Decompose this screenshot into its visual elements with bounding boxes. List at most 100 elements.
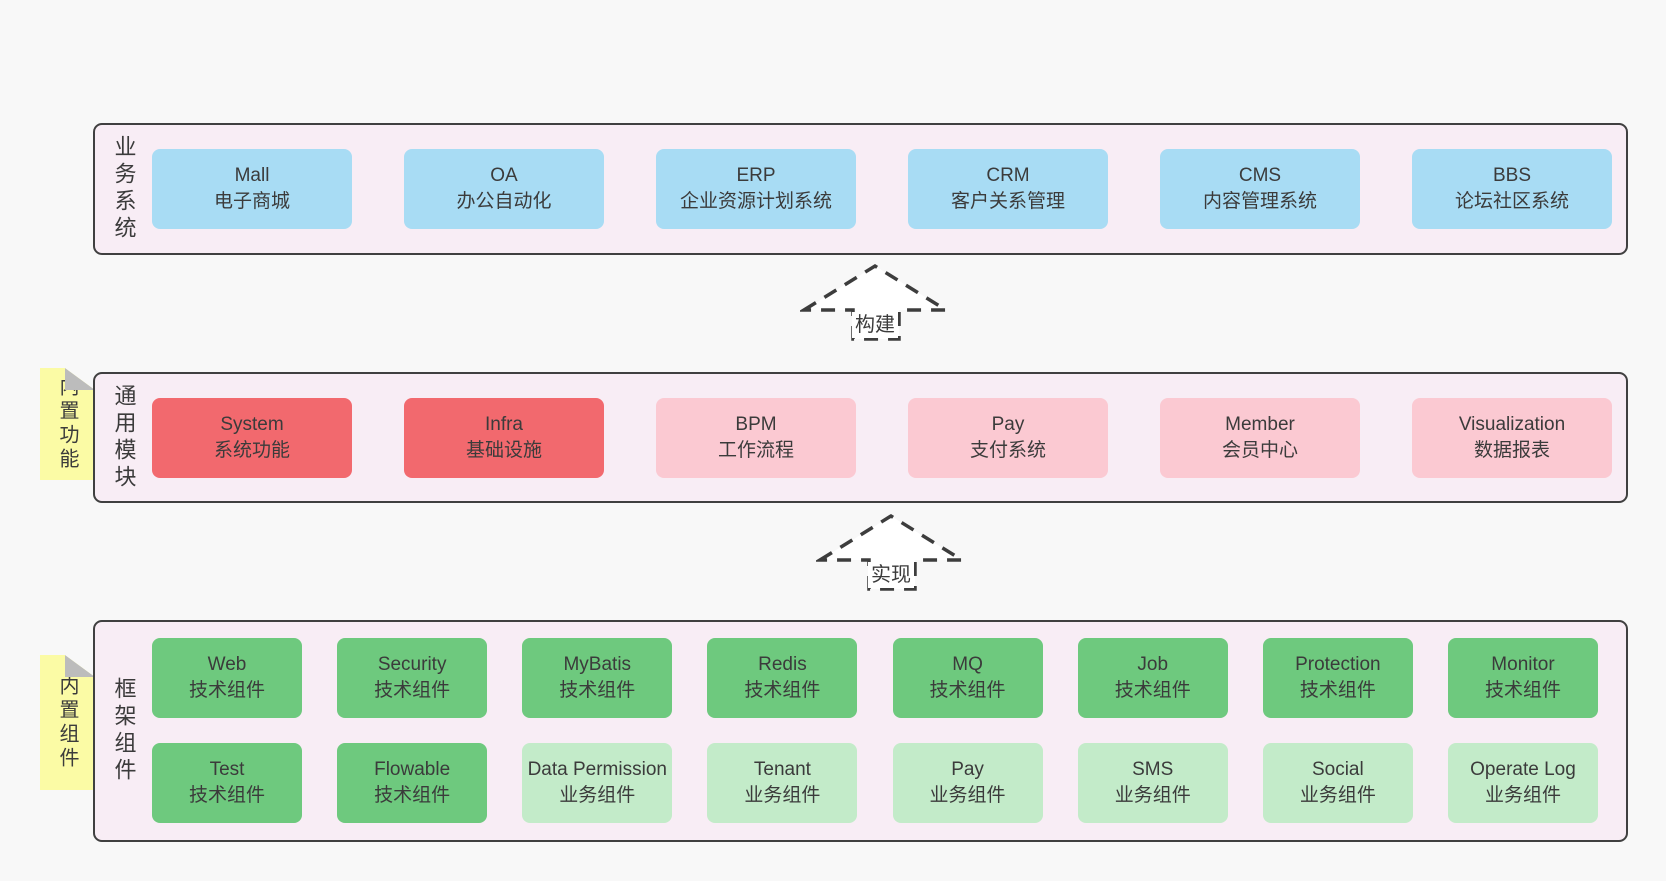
- layer-title-framework-components: 框架组件: [111, 677, 137, 785]
- box-title: Visualization: [1458, 413, 1566, 435]
- layer-title-common-modules: 通用模块: [111, 383, 137, 492]
- box-title: Flowable: [374, 759, 451, 780]
- box-subtitle: 电子商城: [213, 191, 290, 212]
- box-title: Pay: [991, 413, 1025, 435]
- box-subtitle: 技术组件: [374, 785, 451, 806]
- box-subtitle: 基础设施: [465, 439, 542, 461]
- sticky-note-builtin-features: 内置功能: [40, 368, 95, 480]
- box-subtitle: 技术组件: [374, 680, 451, 701]
- box-title: Member: [1225, 413, 1295, 435]
- box-subtitle: 业务组件: [744, 785, 821, 806]
- box-title: Mall: [234, 165, 270, 186]
- box-subtitle: 业务组件: [1484, 785, 1561, 806]
- box-subtitle: 技术组件: [188, 680, 265, 701]
- box-operate-log: Operate Log 业务组件: [1447, 743, 1598, 823]
- layer-common-modules: 通用模块 System 系统功能 Infra 基础设施 BPM 工作流程 Pay…: [93, 372, 1628, 503]
- box-subtitle: 办公自动化: [456, 191, 552, 212]
- box-cms: CMS 内容管理系统: [1160, 149, 1360, 229]
- box-subtitle: 数据报表: [1473, 439, 1550, 461]
- box-title: Infra: [484, 413, 524, 435]
- box-title: Pay: [951, 759, 984, 780]
- box-redis: Redis 技术组件: [707, 638, 858, 718]
- box-subtitle: 支付系统: [969, 439, 1046, 461]
- box-title: Operate Log: [1470, 759, 1576, 780]
- box-infra: Infra 基础设施: [404, 397, 604, 478]
- box-tenant: Tenant 业务组件: [707, 743, 858, 823]
- arrow-implement-label: 实现: [868, 562, 914, 588]
- box-title: CRM: [986, 165, 1030, 186]
- box-security: Security 技术组件: [337, 638, 488, 718]
- box-pay: Pay 支付系统: [908, 397, 1108, 478]
- box-subtitle: 业务组件: [929, 785, 1006, 806]
- box-title: BBS: [1492, 165, 1532, 186]
- box-title: MyBatis: [563, 654, 632, 675]
- box-title: System: [220, 413, 284, 435]
- box-subtitle: 系统功能: [213, 439, 290, 461]
- box-subtitle: 技术组件: [1114, 680, 1191, 701]
- box-title: BPM: [735, 413, 777, 435]
- box-sms: SMS 业务组件: [1077, 743, 1228, 823]
- box-mq: MQ 技术组件: [892, 638, 1043, 718]
- box-subtitle: 技术组件: [188, 785, 265, 806]
- sticky-note-label: 内置组件: [56, 674, 78, 771]
- layer-business-systems: 业务系统 Mall 电子商城 OA 办公自动化 ERP 企业资源计划系统 CRM…: [93, 123, 1628, 255]
- box-title: SMS: [1132, 759, 1174, 780]
- box-subtitle: 技术组件: [559, 680, 636, 701]
- box-crm: CRM 客户关系管理: [908, 149, 1108, 229]
- box-monitor: Monitor 技术组件: [1447, 638, 1598, 718]
- box-title: CMS: [1238, 165, 1282, 186]
- box-bbs: BBS 论坛社区系统: [1412, 149, 1612, 229]
- box-title: Web: [207, 654, 247, 675]
- box-title: Redis: [758, 654, 807, 675]
- box-protection: Protection 技术组件: [1262, 638, 1413, 718]
- box-social: Social 业务组件: [1262, 743, 1413, 823]
- box-title: Protection: [1295, 654, 1381, 675]
- box-test: Test 技术组件: [152, 743, 302, 823]
- box-title: Tenant: [753, 759, 811, 780]
- box-subtitle: 工作流程: [717, 439, 794, 461]
- box-flowable: Flowable 技术组件: [337, 743, 488, 823]
- box-subtitle: 技术组件: [744, 680, 821, 701]
- box-member: Member 会员中心: [1160, 397, 1360, 478]
- box-mybatis: MyBatis 技术组件: [522, 638, 673, 718]
- layer-body: Web 技术组件 Security 技术组件 MyBatis 技术组件 Redi…: [152, 622, 1626, 840]
- box-subtitle: 业务组件: [1114, 785, 1191, 806]
- box-subtitle: 客户关系管理: [950, 191, 1065, 212]
- box-title: MQ: [952, 654, 983, 675]
- box-subtitle: 技术组件: [929, 680, 1006, 701]
- layer-body: Mall 电子商城 OA 办公自动化 ERP 企业资源计划系统 CRM 客户关系…: [152, 125, 1626, 253]
- box-subtitle: 会员中心: [1221, 439, 1298, 461]
- box-job: Job 技术组件: [1077, 638, 1228, 718]
- box-title: OA: [490, 165, 518, 186]
- layer-framework-components: 框架组件 Web 技术组件 Security 技术组件 MyBatis 技术组件…: [93, 620, 1628, 842]
- box-title: Social: [1311, 759, 1364, 780]
- layer-title-business-systems: 业务系统: [111, 135, 137, 243]
- box-subtitle: 技术组件: [1484, 680, 1561, 701]
- box-subtitle: 企业资源计划系统: [679, 191, 832, 212]
- box-subtitle: 论坛社区系统: [1454, 191, 1569, 212]
- box-subtitle: 技术组件: [1299, 680, 1376, 701]
- box-visualization: Visualization 数据报表: [1412, 397, 1612, 478]
- box-oa: OA 办公自动化: [404, 149, 604, 229]
- box-title: Test: [209, 759, 245, 780]
- box-title: Monitor: [1491, 654, 1555, 675]
- box-subtitle: 业务组件: [1299, 785, 1376, 806]
- box-system: System 系统功能: [152, 397, 352, 478]
- box-data-permission: Data Permission 业务组件: [522, 743, 673, 823]
- box-title: Job: [1137, 654, 1169, 675]
- box-erp: ERP 企业资源计划系统: [656, 149, 856, 229]
- box-subtitle: 业务组件: [559, 785, 636, 806]
- box-title: Data Permission: [527, 759, 667, 780]
- box-web: Web 技术组件: [152, 638, 302, 718]
- box-pay-biz: Pay 业务组件: [892, 743, 1043, 823]
- sticky-note-label: 内置功能: [56, 376, 78, 472]
- arrow-build: 构建: [800, 262, 950, 342]
- box-title: ERP: [736, 165, 776, 186]
- box-bpm: BPM 工作流程: [656, 397, 856, 478]
- box-mall: Mall 电子商城: [152, 149, 352, 229]
- arrow-build-label: 构建: [852, 312, 898, 338]
- box-subtitle: 内容管理系统: [1202, 191, 1317, 212]
- arrow-implement: 实现: [816, 512, 966, 592]
- box-title: Security: [377, 654, 447, 675]
- layer-body: System 系统功能 Infra 基础设施 BPM 工作流程 Pay 支付系统…: [152, 374, 1626, 501]
